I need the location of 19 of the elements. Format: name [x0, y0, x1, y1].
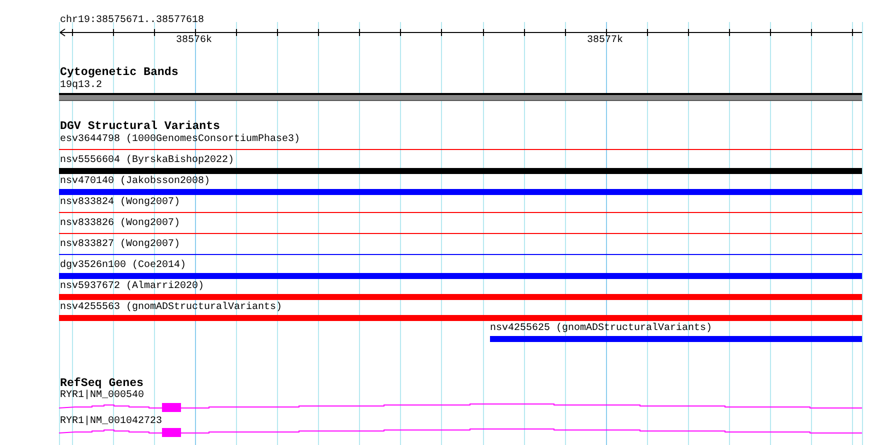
track-heading: DGV Structural Variants: [60, 121, 220, 133]
variant-label: nsv5556604 (ByrskaBishop2022): [60, 155, 234, 166]
tick-label: 38576k: [176, 35, 212, 46]
genomic-position-label: chr19:38575671..38577618: [60, 15, 204, 26]
track-heading: RefSeq Genes: [60, 378, 144, 390]
variant-label: nsv833826 (Wong2007): [60, 218, 180, 229]
variant-label: dgv3526n100 (Coe2014): [60, 260, 186, 271]
variant-label: nsv833827 (Wong2007): [60, 239, 180, 250]
variant-label: nsv833824 (Wong2007): [60, 197, 180, 208]
track-heading: Cytogenetic Bands: [60, 67, 178, 79]
variant-label: nsv470140 (Jakobsson2008): [60, 176, 210, 187]
transcript-label: RYR1|NM_000540: [60, 390, 144, 401]
transcript-label: RYR1|NM_001042723: [60, 416, 162, 427]
variant-label: nsv4255625 (gnomADStructuralVariants): [490, 323, 712, 334]
variant-label: esv3644798 (1000GenomesConsortiumPhase3): [60, 134, 300, 145]
band-label: 19q13.2: [60, 80, 102, 91]
tick-label: 38577k: [587, 35, 624, 46]
variant-label: nsv4255563 (gnomADStructuralVariants): [60, 302, 282, 313]
variant-label: nsv5937672 (Almarri2020): [60, 281, 204, 292]
